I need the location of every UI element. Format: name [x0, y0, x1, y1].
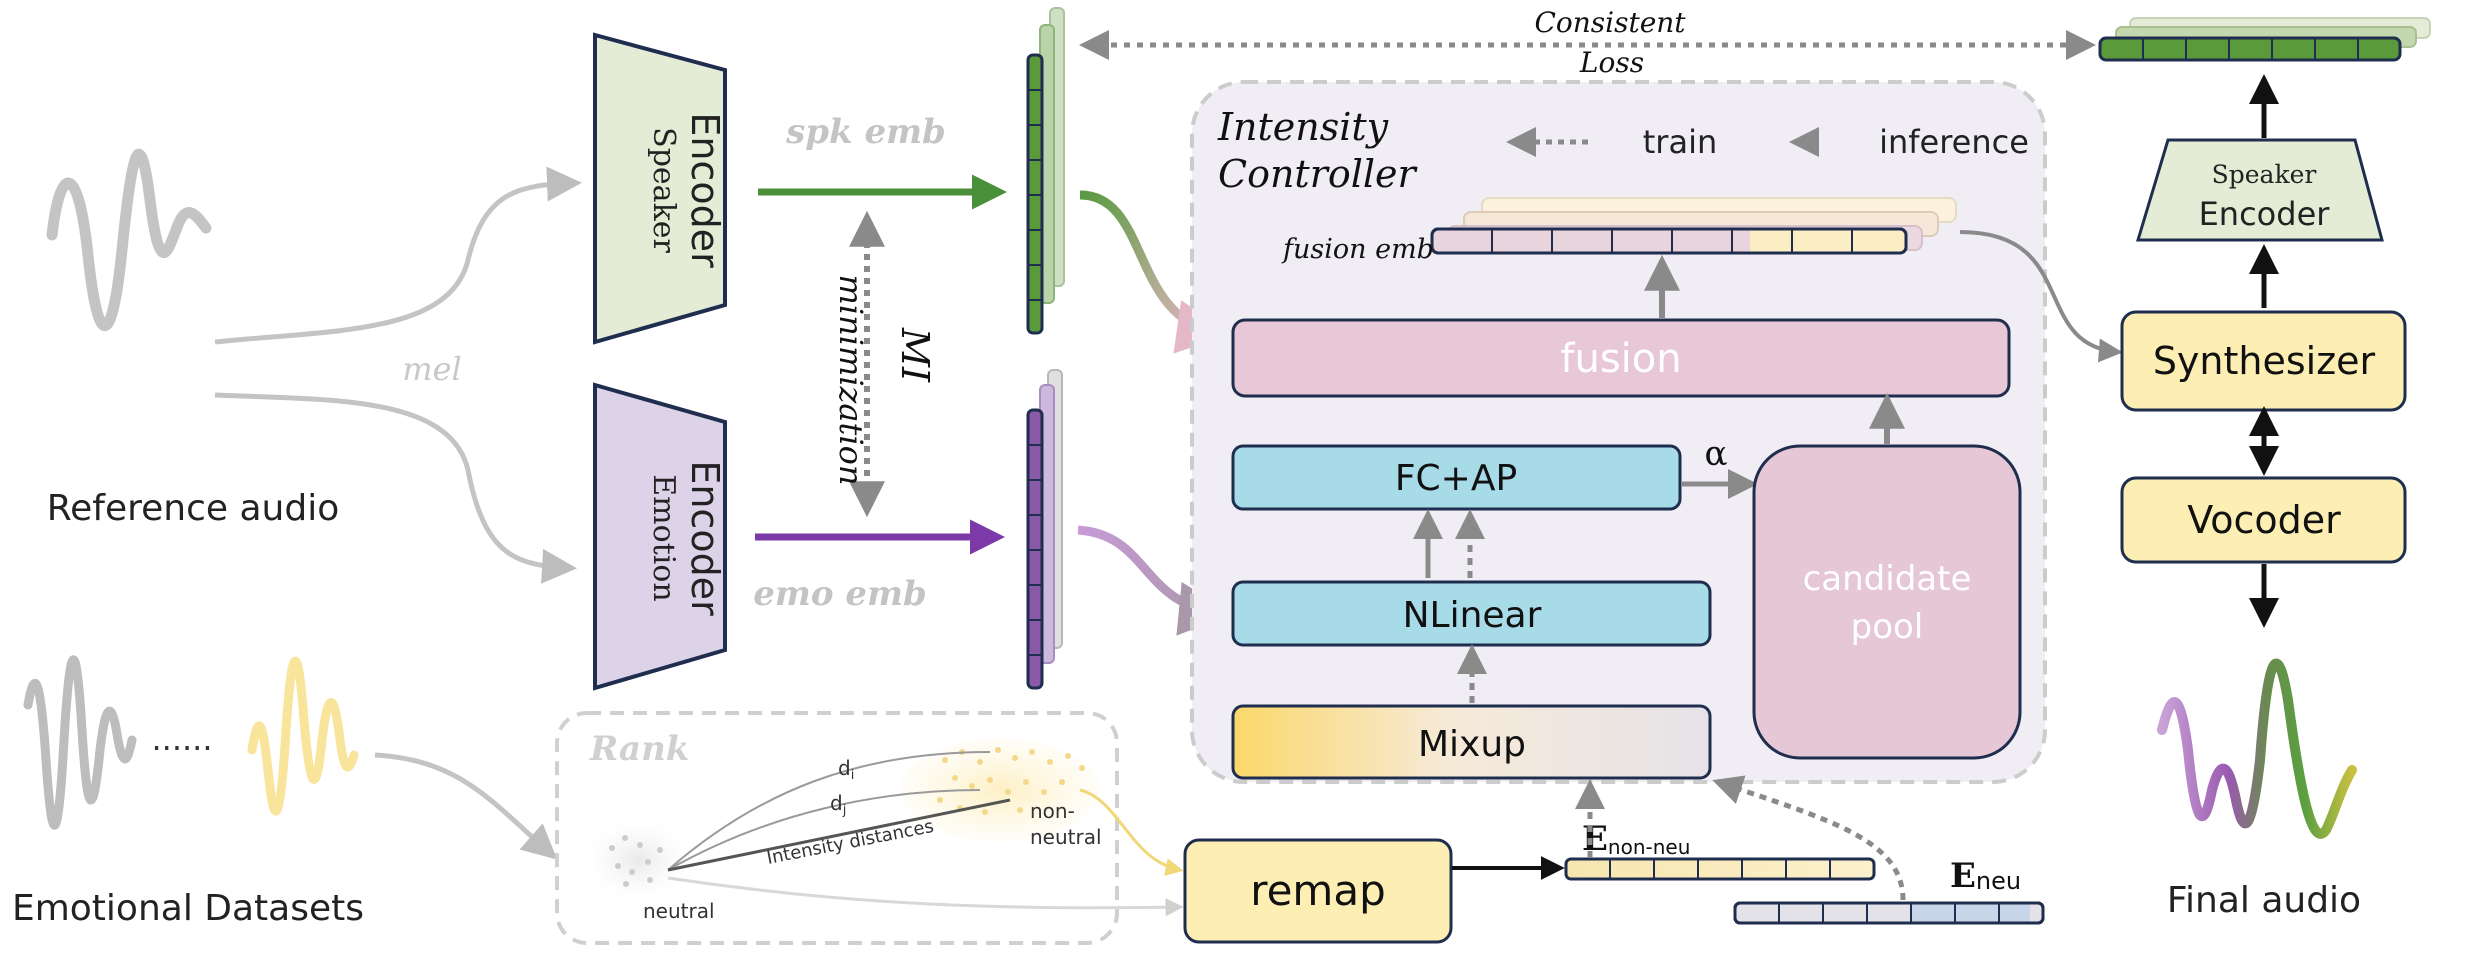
neutral-label: neutral — [643, 899, 715, 923]
remap-label: remap — [1250, 866, 1386, 915]
non-neutral-line2: neutral — [1030, 825, 1102, 849]
reference-audio-label: Reference audio — [47, 488, 339, 529]
vocoder-block — [2120, 476, 2407, 564]
emotion-encoder-shape — [593, 382, 727, 691]
neutral-points — [609, 835, 663, 887]
mi-title: MI — [893, 327, 937, 383]
vocoder-label: Vocoder — [2187, 498, 2341, 542]
speaker-encoder: Speaker Encoder — [593, 32, 727, 345]
rank-panel: Rank di dj Intensity distances non- neut… — [555, 711, 1184, 945]
e-non-neu-vector: Enon-neu — [1564, 779, 1876, 881]
target-speaker-embedding-stack — [2098, 17, 2431, 62]
e-neu-vector: Eneu — [1712, 775, 2045, 925]
intensity-controller: Intensity Controller train inference fus… — [1190, 80, 2047, 784]
right-speaker-encoder-line2: Encoder — [2199, 195, 2331, 233]
right-speaker-encoder: Speaker Encoder — [2135, 138, 2384, 242]
candidate-pool-line1: candidate — [1803, 559, 1972, 599]
mi-subtitle: minimization — [832, 275, 870, 486]
fusion-block — [1231, 318, 2011, 398]
emo-emb-label: emo emb — [753, 574, 927, 614]
remap-group: remap — [1183, 838, 1565, 944]
dataset-gray-waveform-icon — [23, 655, 137, 830]
right-speaker-encoder-shape — [2135, 138, 2384, 242]
e-non-neu-label: Enon-neu — [1582, 819, 1690, 859]
emotion-encoder-line2: Encoder — [683, 460, 727, 616]
speaker-encoder-line1: Speaker — [646, 127, 681, 253]
mi-minimization: MI minimization — [832, 210, 937, 518]
emotional-datasets-label: Emotional Datasets — [12, 888, 364, 929]
speaker-embedding-path: spk emb — [758, 112, 1007, 210]
synthesizer-label: Synthesizer — [2153, 339, 2376, 383]
consistent-loss: Consistent Loss — [1079, 6, 2096, 79]
fusion-emb-label: fusion emb — [1281, 234, 1434, 265]
right-speaker-encoder-line1: Speaker — [2212, 160, 2317, 189]
non-neutral-line1: non- — [1030, 799, 1075, 823]
dataset-ellipsis: ...... — [151, 720, 212, 758]
mixup-block — [1231, 704, 1712, 780]
emotion-encoder-line1: Emotion — [646, 474, 681, 601]
consistent-loss-line1: Consistent — [1534, 6, 1686, 39]
datasets-to-rank-arrow — [374, 752, 558, 860]
dataset-yellow-waveform-icon — [247, 656, 359, 816]
speaker-encoder-line2: Encoder — [683, 112, 727, 268]
non-neutral-points — [937, 747, 1085, 815]
mel-label: mel — [402, 350, 462, 388]
eneu-to-mixup-arrow — [1712, 775, 1906, 901]
emotional-datasets-group: ...... Emotional Datasets — [12, 655, 558, 929]
legend-train-label: train — [1643, 123, 1717, 161]
consistent-loss-line2: Loss — [1579, 46, 1644, 79]
neutral-cluster — [586, 820, 690, 900]
reference-audio-group: Reference audio mel — [46, 148, 582, 584]
emotion-encoder: Emotion Encoder — [593, 382, 727, 691]
alpha-label: α — [1705, 434, 1728, 474]
controller-title-line2: Controller — [1218, 152, 1419, 196]
controller-title-line1: Intensity — [1217, 105, 1389, 149]
di-label: di — [838, 756, 854, 783]
legend-inference-label: inference — [1879, 123, 2029, 161]
spk-emb-label: spk emb — [785, 112, 946, 152]
fusion-emb-to-synthesizer-arrow — [1959, 230, 2123, 363]
speaker-encoder-shape — [593, 32, 727, 345]
mel-to-emotion-arrow — [214, 392, 577, 584]
mel-to-speaker-arrow — [214, 166, 582, 345]
distance-dj-line — [667, 789, 981, 871]
intensity-distance-line — [667, 798, 1011, 872]
candidate-pool-line2: pool — [1851, 607, 1924, 647]
final-audio-waveform-icon — [2157, 658, 2357, 839]
non-neutral-to-remap-arrow — [1079, 788, 1184, 876]
reference-waveform-icon — [46, 148, 212, 331]
fusion-embedding-stack — [1430, 197, 1957, 255]
emotion-embedding-stack — [1026, 369, 1063, 690]
nlinear-label: NLinear — [1403, 595, 1542, 636]
distance-di-line — [667, 751, 991, 871]
emotion-embedding-path: emo emb — [753, 519, 1005, 614]
remap-block — [1183, 838, 1453, 944]
final-audio-label: Final audio — [2167, 880, 2361, 921]
rank-title: Rank — [589, 729, 689, 769]
fcap-label: FC+AP — [1395, 458, 1517, 499]
speaker-embedding-stack — [1026, 7, 1065, 335]
neutral-to-remap-arrow — [667, 876, 1184, 917]
candidate-pool-block — [1752, 444, 2022, 760]
fusion-label: fusion — [1560, 336, 1681, 382]
mixup-label: Mixup — [1418, 724, 1526, 765]
e-neu-label: Eneu — [1950, 856, 2021, 896]
dj-label: dj — [830, 791, 846, 818]
